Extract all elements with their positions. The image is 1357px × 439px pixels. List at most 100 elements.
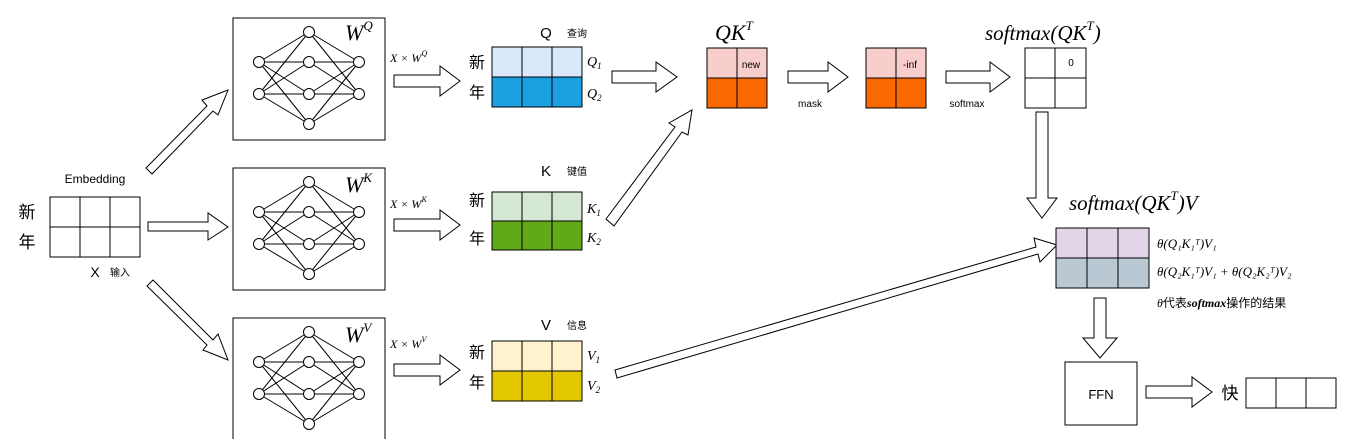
matrix-cell: [521, 340, 553, 372]
matrix-cell: [491, 340, 523, 372]
down-arrow-2-group: [1081, 297, 1119, 359]
matrix-cell: [521, 370, 553, 402]
arrow-ffn-to-output: [1145, 376, 1213, 408]
nn-node: [303, 88, 315, 100]
qk-arrows: [605, 61, 1058, 379]
matrix-cell: [491, 220, 523, 251]
v-subtitle: 信息: [567, 319, 587, 332]
matrix-cell: [551, 76, 583, 108]
k-matrix-group: K 键值 新 年 K1 K2: [469, 163, 601, 251]
mult-label-v: X × WV: [389, 335, 427, 351]
k-matrix: [491, 191, 583, 251]
matrix-cell: [521, 76, 553, 108]
nn-node: [253, 206, 265, 218]
output-vector: [1245, 377, 1337, 409]
softmax-zero-cell: 0: [1068, 58, 1074, 69]
masked-inf-cell: -inf: [903, 60, 917, 71]
mask-label: mask: [798, 99, 823, 110]
qk-matrix: [706, 47, 768, 109]
v-matrix: [491, 340, 583, 402]
v-row2-label: V2: [587, 379, 601, 395]
x-label: X: [90, 264, 100, 280]
nn-node: [303, 118, 315, 130]
q-subtitle: 查询: [567, 27, 587, 40]
matrix-cell: [895, 77, 927, 109]
matrix-cell: [706, 77, 738, 109]
matrix-cell: [491, 76, 523, 108]
matrix-cell: [1117, 257, 1150, 289]
weight-arrows: [393, 65, 461, 386]
nn-node: [353, 356, 365, 368]
v-token-1: 新: [469, 344, 485, 362]
wv-box: WV: [232, 317, 386, 439]
arrow-to-wq: [145, 89, 229, 175]
matrix-cell: [1117, 227, 1150, 259]
wq-label: WQ: [345, 18, 373, 45]
v-matrix-group: V 信息 新 年 V1 V2: [469, 317, 601, 402]
k-token-1: 新: [469, 192, 485, 210]
q-row2-label: Q2: [587, 87, 602, 103]
softmax-qk-matrix: [1024, 47, 1087, 109]
wv-label: WV: [345, 320, 373, 347]
nn-node: [303, 356, 315, 368]
v-title: V: [541, 317, 551, 334]
arrow-k-to-qk: [605, 109, 693, 227]
mult-label-k: X × WK: [389, 195, 427, 211]
v-token-2: 年: [469, 374, 485, 392]
k-row2-label: K2: [586, 231, 601, 247]
k-subtitle: 键值: [567, 165, 587, 178]
nn-node: [303, 238, 315, 250]
k-token-2: 年: [469, 230, 485, 248]
matrix-cell: [521, 191, 553, 222]
matrix-cell: [551, 370, 583, 402]
matrix-cell: [865, 77, 897, 109]
arrow-to-wv: [146, 279, 229, 361]
mask-arrow: [787, 61, 849, 93]
nn-node: [353, 238, 365, 250]
nn-node: [303, 326, 315, 338]
q-matrix: [491, 46, 583, 108]
k-title: K: [541, 163, 551, 180]
arrow-wk-to-k: [393, 209, 461, 241]
nn-node: [303, 56, 315, 68]
q-token-2: 年: [469, 84, 485, 102]
softmax-qkv-title: softmax(QKT)V: [1069, 188, 1200, 215]
masked-group: -inf: [865, 47, 927, 109]
embedding-grid: [49, 196, 141, 258]
arrow-q-to-qk: [611, 61, 678, 93]
nn-node: [253, 356, 265, 368]
output-token: 快: [1222, 384, 1239, 403]
matrix-cell: [521, 220, 553, 251]
input-embedding: Embedding 新 年 X 输入: [19, 172, 141, 280]
nn-node: [303, 176, 315, 188]
softmax-arrow: [945, 61, 1011, 93]
nn-node: [253, 238, 265, 250]
matrix-cell: [491, 370, 523, 402]
softmax-qk-group: softmax(QKT) 0: [985, 18, 1101, 109]
nn-node: [353, 388, 365, 400]
wk-label: WK: [345, 170, 373, 197]
softmax-qkv-matrix: [1055, 227, 1150, 289]
embedding-label: Embedding: [65, 172, 126, 186]
ffn-label: FFN: [1088, 387, 1113, 402]
mult-label-q: X × WQ: [389, 49, 427, 65]
nn-node: [303, 268, 315, 280]
q-matrix-group: Q 查询 新 年 Q1 Q2: [469, 25, 602, 108]
matrix-cell: [551, 46, 583, 78]
nn-node: [253, 88, 265, 100]
q-token-1: 新: [469, 54, 485, 72]
neural-network-icon: [253, 26, 365, 130]
softmax-arrow-group: [945, 61, 1011, 93]
arrow-to-wk: [147, 212, 229, 241]
down-arrow-1-group: [1026, 111, 1058, 219]
softmax-qk-title: softmax(QKT): [985, 18, 1101, 45]
nn-node: [253, 388, 265, 400]
q-title: Q: [540, 25, 552, 42]
softmax-label: softmax: [949, 99, 984, 110]
qk-title: QKT: [715, 18, 754, 45]
nn-node: [303, 418, 315, 430]
nn-node: [353, 88, 365, 100]
matrix-cell: [706, 47, 738, 79]
theta-note: θ代表softmax操作的结果: [1157, 295, 1286, 310]
nn-node: [253, 56, 265, 68]
